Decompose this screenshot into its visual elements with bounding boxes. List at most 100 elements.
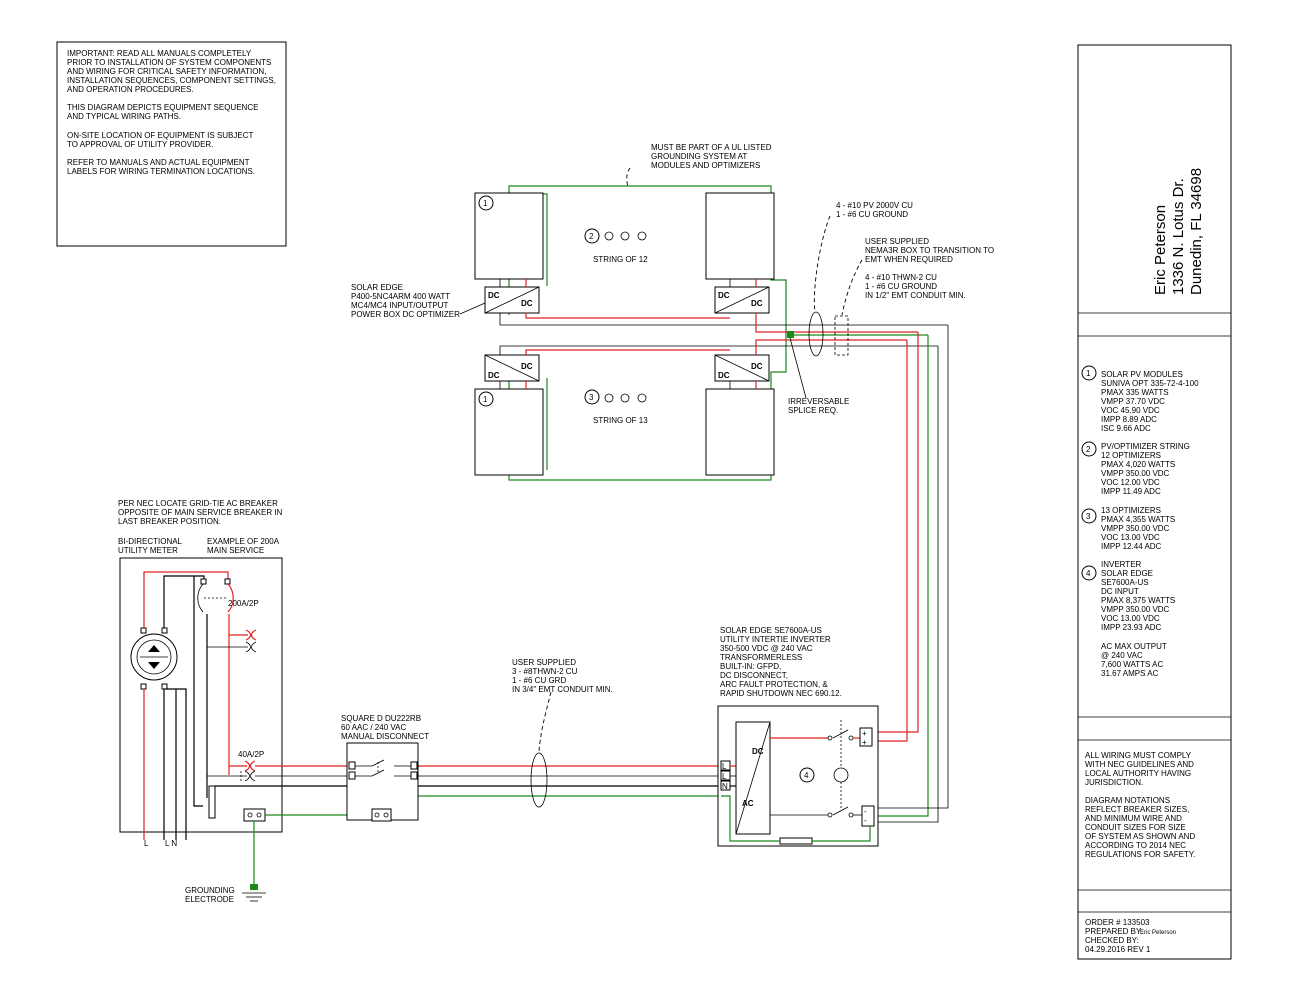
terminal-l: L (722, 762, 727, 771)
callout-1 (478, 195, 494, 211)
title-block: Eric Peterson 1336 N. Lotus Dr. Dunedin,… (1077, 44, 1232, 960)
pv-array: DC DC DC DC DC DC DC DC (474, 185, 948, 481)
breaker-note: PER NEC LOCATE GRID-TIE AC BREAKER (118, 499, 278, 508)
disconnect-label: SQUARE D DU222RB (341, 714, 421, 723)
svg-text:7,600 WATTS AC: 7,600 WATTS AC (1101, 660, 1163, 669)
svg-text:UTILITY INTERTIE INVERTER: UTILITY INTERTIE INVERTER (720, 635, 831, 644)
callout-1 (478, 391, 494, 407)
svg-text:VOC 13.00 VDC: VOC 13.00 VDC (1101, 533, 1160, 542)
meter-label: BI-DIRECTIONAL (118, 537, 183, 546)
svg-text:DC: DC (718, 371, 730, 380)
notes-line: AND WIRING FOR CRITICAL SAFETY INFORMATI… (67, 67, 266, 76)
svg-text:SOLAR EDGE: SOLAR EDGE (1101, 569, 1153, 578)
notes-line: IMPORTANT: READ ALL MANUALS COMPLETELY (67, 49, 252, 58)
svg-text:REFLECT BREAKER SIZES,: REFLECT BREAKER SIZES, (1085, 805, 1189, 814)
svg-text:DC: DC (521, 299, 533, 308)
checked-by: CHECKED BY: (1085, 936, 1139, 945)
svg-text:VMPP 350.00 VDC: VMPP 350.00 VDC (1101, 469, 1170, 478)
svg-text:-: - (864, 816, 867, 825)
prepared-by: Eric Peterson (1140, 930, 1176, 936)
svg-text:1: 1 (483, 199, 488, 208)
emt-wire-spec: 4 - #10 THWN-2 CU (865, 273, 937, 282)
svg-text:IMPP 11.49 ADC: IMPP 11.49 ADC (1101, 487, 1161, 496)
svg-text:DC: DC (751, 362, 763, 371)
svg-text:AND MINIMUM WIRE AND: AND MINIMUM WIRE AND (1085, 814, 1182, 823)
svg-text:L N: L N (165, 839, 177, 848)
svg-text:VOC 13.00 VDC: VOC 13.00 VDC (1101, 614, 1160, 623)
svg-text:DC INPUT: DC INPUT (1101, 587, 1139, 596)
spec-modules: SOLAR PV MODULES (1101, 370, 1183, 379)
callout-3 (584, 389, 600, 405)
svg-text:VMPP 350.00 VDC: VMPP 350.00 VDC (1101, 524, 1170, 533)
svg-text:2: 2 (1086, 445, 1091, 454)
pv-wire-spec: 4 - #10 PV 2000V CU (836, 201, 913, 210)
svg-text:1 - #6 CU GROUND: 1 - #6 CU GROUND (865, 282, 937, 291)
inverter-dc-label: DC (752, 747, 764, 756)
svg-text:ACCORDING TO 2014 NEC: ACCORDING TO 2014 NEC (1085, 841, 1186, 850)
dc-optimizer: DC DC (484, 354, 540, 382)
svg-text:SPLICE REQ.: SPLICE REQ. (788, 406, 838, 415)
svg-text:ELECTRODE: ELECTRODE (185, 895, 234, 904)
svg-text:4: 4 (804, 771, 809, 780)
svg-text:JURISDICTION.: JURISDICTION. (1085, 778, 1143, 787)
client-city: Dunedin, FL 34698 (1188, 168, 1205, 295)
string-12-label: STRING OF 12 (593, 255, 648, 264)
main-service-label: EXAMPLE OF 200A (207, 537, 280, 546)
nema3r-box (834, 315, 849, 356)
svg-text:VMPP 37.70 VDC: VMPP 37.70 VDC (1101, 397, 1165, 406)
svg-text:ISC 9.66 ADC: ISC 9.66 ADC (1101, 424, 1151, 433)
svg-text:1: 1 (1086, 369, 1091, 378)
svg-text:DC DISCONNECT,: DC DISCONNECT, (720, 671, 788, 680)
svg-text:P400-5NC4ARM 400 WATT: P400-5NC4ARM 400 WATT (351, 292, 450, 301)
svg-text:MANUAL DISCONNECT: MANUAL DISCONNECT (341, 732, 429, 741)
svg-text:DC: DC (521, 362, 533, 371)
important-notes: IMPORTANT: READ ALL MANUALS COMPLETELY P… (56, 41, 287, 247)
svg-text:IN 3/4" EMT CONDUIT MIN.: IN 3/4" EMT CONDUIT MIN. (512, 685, 613, 694)
svg-text:4: 4 (1086, 569, 1091, 578)
svg-text:AC MAX OUTPUT: AC MAX OUTPUT (1101, 642, 1167, 651)
svg-text:PMAX 335 WATTS: PMAX 335 WATTS (1101, 388, 1169, 397)
dc-optimizer: DC DC (714, 286, 770, 314)
svg-text:IMPP 12.44 ADC: IMPP 12.44 ADC (1101, 542, 1162, 551)
main-breaker-label: 200A/2P (228, 599, 259, 608)
svg-text:MAIN SERVICE: MAIN SERVICE (207, 546, 264, 555)
spec-string13: 13 OPTIMIZERS (1101, 506, 1161, 515)
svg-text:@ 240 VAC: @ 240 VAC (1101, 651, 1143, 660)
client-name: Eric Peterson (1152, 205, 1169, 295)
svg-text:ARC FAULT PROTECTION, &: ARC FAULT PROTECTION, & (720, 680, 828, 689)
terminal-n: N (722, 782, 728, 791)
svg-text:DC: DC (488, 291, 500, 300)
svg-text:IN 1/2" EMT CONDUIT MIN.: IN 1/2" EMT CONDUIT MIN. (865, 291, 966, 300)
terminal-l: L (722, 772, 727, 781)
notes-line: AND OPERATION PROCEDURES. (67, 85, 194, 94)
prepared-by-label: PREPARED BY: (1085, 927, 1143, 936)
inverter: L L N DC AC + + - - (717, 705, 879, 847)
svg-text:BUILT-IN: GFPD,: BUILT-IN: GFPD, (720, 662, 781, 671)
svg-text:VOC 45.90 VDC: VOC 45.90 VDC (1101, 406, 1160, 415)
svg-text:POWER BOX DC OPTIMIZER: POWER BOX DC OPTIMIZER (351, 310, 460, 319)
main-service-panel: 200A/2P 40A/2P L L N (119, 557, 283, 848)
splice-note: IRREVERSABLE (788, 397, 849, 406)
client-street: 1336 N. Lotus Dr. (1170, 178, 1187, 295)
svg-text:MC4/MC4 INPUT/OUTPUT: MC4/MC4 INPUT/OUTPUT (351, 301, 448, 310)
svg-text:2: 2 (589, 232, 594, 241)
svg-text:3: 3 (1086, 512, 1091, 521)
svg-text:+: + (862, 738, 867, 747)
svg-text:-: - (864, 807, 867, 816)
svg-text:31.67 AMPS AC: 31.67 AMPS AC (1101, 669, 1159, 678)
callout-2 (584, 228, 600, 244)
optimizer-label: SOLAR EDGE P400-5NC4ARM 400 WATT MC4/MC4… (351, 283, 486, 319)
notes-line: TO APPROVAL OF UTILITY PROVIDER. (67, 140, 213, 149)
spec-string12: PV/OPTIMIZER STRING (1101, 442, 1190, 451)
pv-module (705, 192, 775, 280)
inverter-ac-label: AC (742, 799, 754, 808)
notes-line: AND TYPICAL WIRING PATHS. (67, 112, 181, 121)
svg-text:350-500 VDC @ 240 VAC: 350-500 VDC @ 240 VAC (720, 644, 813, 653)
svg-text:PMAX 4,020 WATTS: PMAX 4,020 WATTS (1101, 460, 1175, 469)
nema-box-note: USER SUPPLIED (865, 237, 929, 246)
pv-breaker-label: 40A/2P (238, 750, 264, 759)
svg-text:LAST BREAKER POSITION.: LAST BREAKER POSITION. (118, 517, 221, 526)
pv-home-run (808, 215, 949, 823)
svg-text:RAPID SHUTDOWN NEC 690.12.: RAPID SHUTDOWN NEC 690.12. (720, 689, 842, 698)
svg-text:3 - #8THWN-2 CU: 3 - #8THWN-2 CU (512, 667, 578, 676)
